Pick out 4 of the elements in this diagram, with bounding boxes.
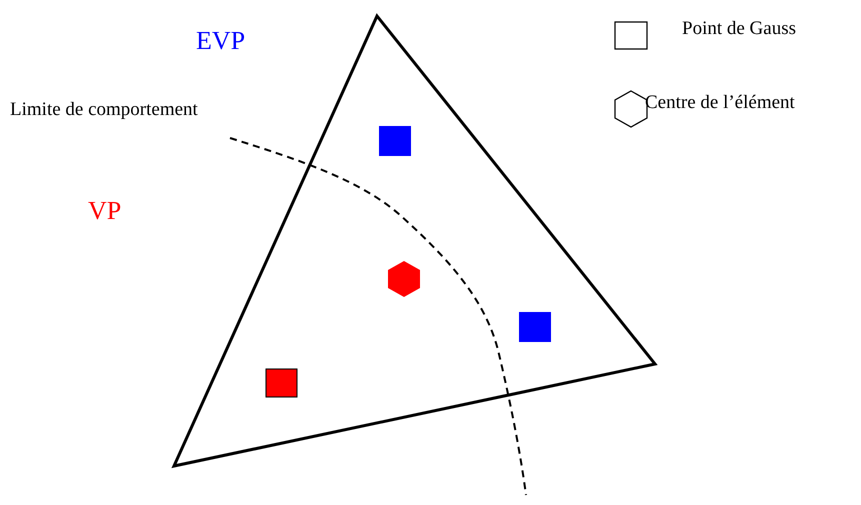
region-label: VP: [88, 198, 122, 224]
legend-label: Point de Gauss: [682, 19, 796, 38]
boundary-label: Limite de comportement: [10, 100, 198, 119]
region-label: EVP: [196, 28, 246, 54]
